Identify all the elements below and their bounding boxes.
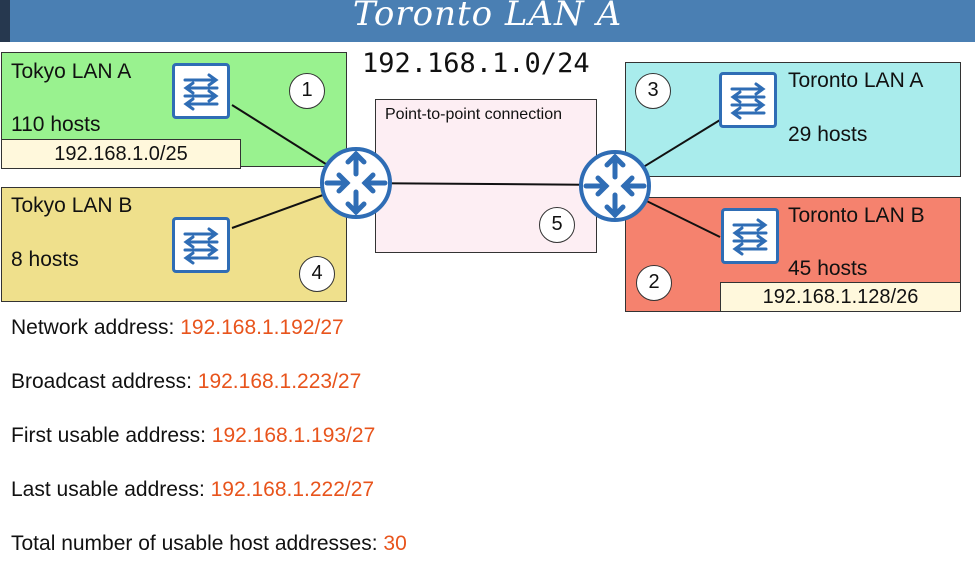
answer-label: First usable address:: [11, 424, 212, 447]
tokyo-lan-a-subnet: 192.168.1.0/25: [1, 139, 241, 169]
broadcast-address-line: Broadcast address: 192.168.1.223/27: [11, 370, 361, 394]
toronto-lan-a-box: [625, 62, 961, 177]
total-hosts-line: Total number of usable host addresses: 3…: [11, 532, 407, 556]
last-usable-line: Last usable address: 192.168.1.222/27: [11, 478, 374, 502]
tokyo-lan-b-hosts: 8 hosts: [11, 248, 79, 271]
answer-value: 192.168.1.192/27: [180, 316, 344, 339]
toronto-lan-b-subnet: 192.168.1.128/26: [720, 282, 961, 312]
first-usable-line: First usable address: 192.168.1.193/27: [11, 424, 375, 448]
router-icon: [578, 149, 652, 223]
title-bar: Toronto LAN A: [0, 0, 975, 42]
answer-label: Network address:: [11, 316, 181, 339]
answer-value: 192.168.1.193/27: [211, 424, 376, 447]
answer-value: 192.168.1.223/27: [197, 370, 362, 393]
link-p2p: [355, 182, 615, 186]
tokyo-lan-b-name: Tokyo LAN B: [11, 194, 133, 217]
toronto-lan-a-hosts: 29 hosts: [788, 123, 868, 146]
router-icon: [319, 146, 393, 220]
order-circle-5: 5: [539, 207, 575, 243]
title-accent: [0, 0, 10, 42]
answer-value: 192.168.1.222/27: [210, 478, 375, 501]
order-circle-4: 4: [299, 256, 335, 292]
order-circle-2: 2: [636, 265, 672, 301]
switch-icon: [721, 208, 779, 264]
slide-title: Toronto LAN A: [352, 0, 623, 34]
tokyo-lan-a-hosts: 110 hosts: [11, 113, 101, 136]
answer-label: Last usable address:: [11, 478, 211, 501]
switch-icon: [172, 217, 230, 273]
network-address-line: Network address: 192.168.1.192/27: [11, 316, 344, 340]
toronto-lan-a-name: Toronto LAN A: [788, 69, 924, 92]
answer-value: 30: [383, 532, 407, 555]
toronto-lan-b-name: Toronto LAN B: [788, 204, 925, 227]
switch-icon: [172, 63, 230, 119]
order-circle-1: 1: [289, 73, 325, 109]
p2p-label: Point-to-point connection: [385, 106, 562, 123]
tokyo-lan-a-name: Tokyo LAN A: [11, 60, 132, 83]
toronto-lan-b-hosts: 45 hosts: [788, 257, 868, 280]
answer-label: Total number of usable host addresses:: [11, 532, 384, 555]
switch-icon: [719, 72, 777, 128]
order-circle-3: 3: [635, 73, 671, 109]
answer-label: Broadcast address:: [11, 370, 198, 393]
network-address: 192.168.1.0/24: [362, 48, 590, 79]
